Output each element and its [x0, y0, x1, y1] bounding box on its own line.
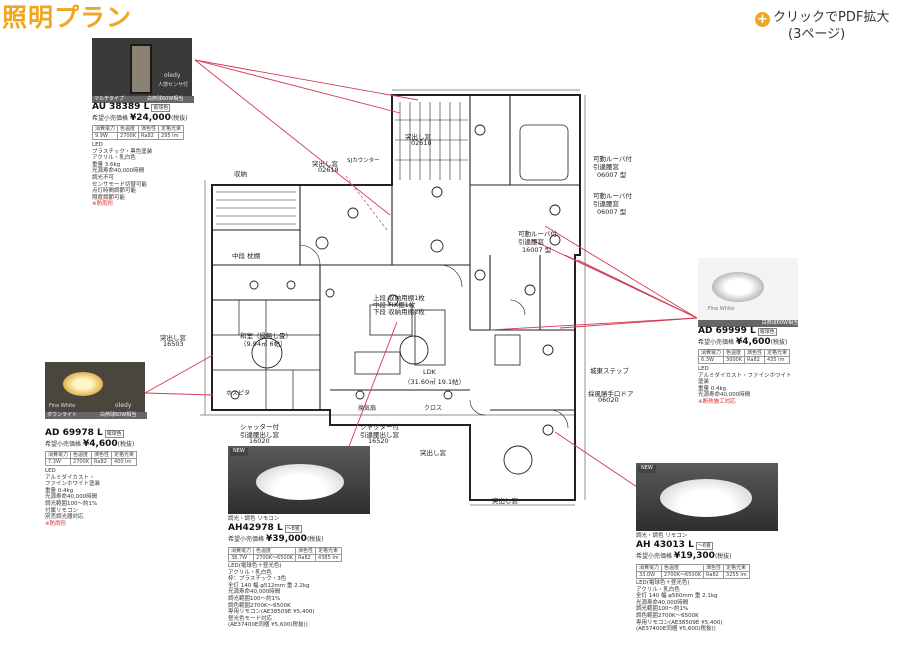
pdf-link-pages: (3ページ) [788, 27, 846, 42]
type-note: 調光・調色 リモコン [636, 533, 688, 539]
price-label: 希望小売価格 [636, 553, 673, 560]
bracket-lamp-photo: oledy 人感センサ付 [92, 38, 192, 96]
code-tag: 〜8畳 [284, 525, 302, 533]
product-card-ad69978l: Fine White oledy ダウンライト 白熱球60W相当 AD 6997… [44, 362, 147, 542]
product-code: AD 69999 L [698, 326, 756, 336]
product-card-ah42978l: NEW 調光・調色 リモコン AH42978 L 〜8畳 希望小売価格 ¥39,… [227, 446, 370, 638]
price-label: 希望小売価格 [228, 536, 265, 543]
product-code: AH42978 L [228, 523, 283, 533]
product-code: AD 69978 L [45, 428, 103, 438]
tax-note: (税抜) [714, 553, 732, 560]
code-tag: 電球色 [757, 328, 777, 336]
tax-note: (税抜) [170, 115, 188, 122]
ceiling-light-icon [256, 464, 344, 500]
product-code: AU 38389 L [92, 102, 150, 112]
price: ¥24,000 [129, 113, 171, 123]
product-card-au38389l: oledy 人感センサ付 マルチタイプ 白熱球60W相当 AU 38389 L … [91, 38, 194, 207]
pdf-link-label: クリックでPDF拡大 [773, 10, 890, 25]
downlight-ring-icon [63, 372, 103, 396]
bullet-list: LED(電球色＋昼光色)アクリル・乳白色全灯 140 幅 φ560mm 重 2.… [636, 580, 776, 633]
code-tag: 電球色 [151, 104, 171, 112]
code-tag: 電球色 [104, 430, 124, 438]
price: ¥39,000 [265, 534, 307, 544]
brand-logo: oledy [115, 402, 132, 409]
price: ¥19,300 [673, 551, 715, 561]
product-card-ah43013l: NEW 調光・調色 リモコン AH 43013 L 〜6畳 希望小売価格 ¥19… [635, 463, 778, 659]
ceiling-light-photo: NEW [636, 463, 778, 531]
leader-lines [144, 59, 698, 488]
equiv-note: 白熱球60W相当 [147, 96, 184, 102]
equiv-note: 白熱球60W相当 [698, 320, 798, 327]
ceiling-light-photo: NEW [228, 446, 370, 514]
new-badge: NEW [230, 448, 248, 456]
price: ¥4,600 [82, 439, 118, 449]
price-label: 希望小売価格 [698, 339, 735, 346]
fine-white-badge: Fine White [708, 306, 735, 312]
new-badge: NEW [638, 465, 656, 473]
type-note: 調光・調色 リモコン [228, 516, 280, 522]
product-card-ad69999l: Fine White 白熱球60W相当 AD 69999 L 電球色 希望小売価… [697, 258, 798, 438]
accessory-note: (AE37400E同梱 ¥5,600(税抜)) [636, 626, 716, 633]
tax-note: (税抜) [770, 339, 788, 346]
pdf-enlarge-link[interactable]: +クリックでPDF拡大 (3ページ) [755, 10, 889, 42]
red-note: ※防雨形 [92, 201, 114, 208]
type-note: ダウンライト [45, 412, 147, 419]
price: ¥4,600 [735, 337, 771, 347]
downlight-photo: Fine White [698, 258, 798, 320]
price-label: 希望小売価格 [45, 441, 82, 448]
plus-icon: + [755, 12, 770, 27]
equiv-note: 白熱球60W相当 [100, 412, 137, 418]
ceiling-light-icon [660, 479, 752, 517]
page-title: 照明プラン [2, 3, 133, 32]
downlight-photo: Fine White oledy [45, 362, 145, 412]
brand-logo: oledy [164, 72, 181, 79]
red-note: ※防雨形 [45, 520, 67, 527]
price-label: 希望小売価格 [92, 115, 129, 122]
lamp-body-icon [130, 44, 152, 94]
product-code: AH 43013 L [636, 540, 694, 550]
tax-note: (税抜) [306, 536, 324, 543]
plan-walls [200, 89, 586, 506]
bullet-list: LED(電球色＋昼光色)アクリル・乳白色枠：プラスチック・3色 全灯 140 幅… [228, 563, 368, 629]
tax-note: (税抜) [117, 441, 135, 448]
accessory-note: (AE37400E同梱 ¥5,600(税抜)) [228, 622, 308, 629]
fine-white-badge: Fine White [49, 403, 76, 409]
red-note: ※断熱施工対応 [698, 398, 736, 405]
code-tag: 〜6畳 [695, 542, 713, 550]
downlight-ring-icon [712, 272, 764, 302]
light-fixtures [230, 124, 561, 475]
sensor-badge: 人感センサ付 [158, 82, 189, 88]
type-note: マルチタイプ [92, 96, 194, 103]
